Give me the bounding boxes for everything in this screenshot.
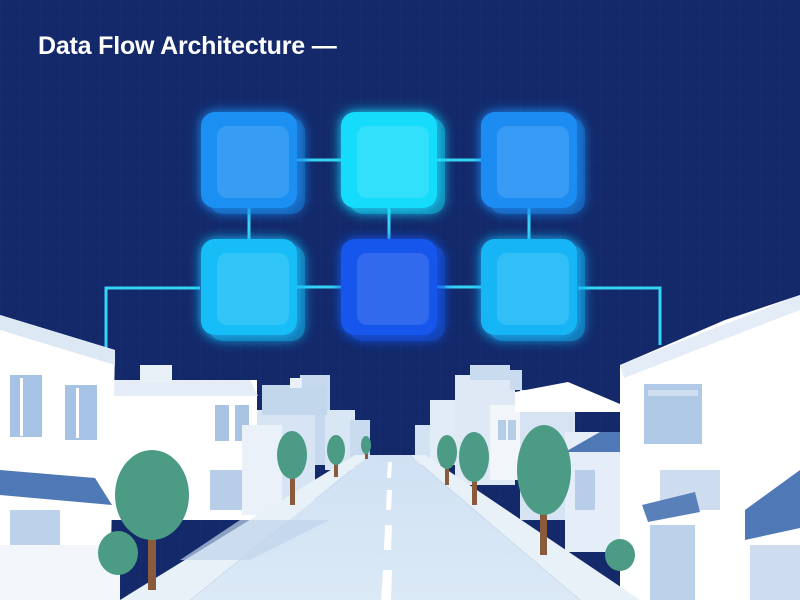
node-6	[481, 239, 585, 341]
node-3	[481, 112, 585, 214]
sidewalk-right	[410, 455, 640, 600]
road-shadow-left	[180, 520, 330, 560]
tree	[459, 432, 489, 505]
bush	[98, 531, 138, 575]
diagram-nodes	[201, 112, 585, 341]
node-4	[201, 239, 305, 341]
tree	[437, 435, 457, 485]
right-buildings	[490, 295, 800, 600]
tree	[361, 436, 371, 459]
tree	[327, 435, 345, 477]
tree	[517, 425, 571, 555]
bush	[605, 539, 635, 571]
road-markings	[381, 462, 392, 600]
node-1	[201, 112, 305, 214]
left-connector	[104, 286, 200, 352]
page-title: Data Flow Architecture —	[38, 32, 337, 60]
right-connector	[578, 286, 662, 345]
tree	[115, 450, 189, 590]
tree	[277, 431, 307, 505]
node-2	[341, 112, 445, 214]
trees	[98, 425, 635, 590]
node-5	[341, 239, 445, 341]
